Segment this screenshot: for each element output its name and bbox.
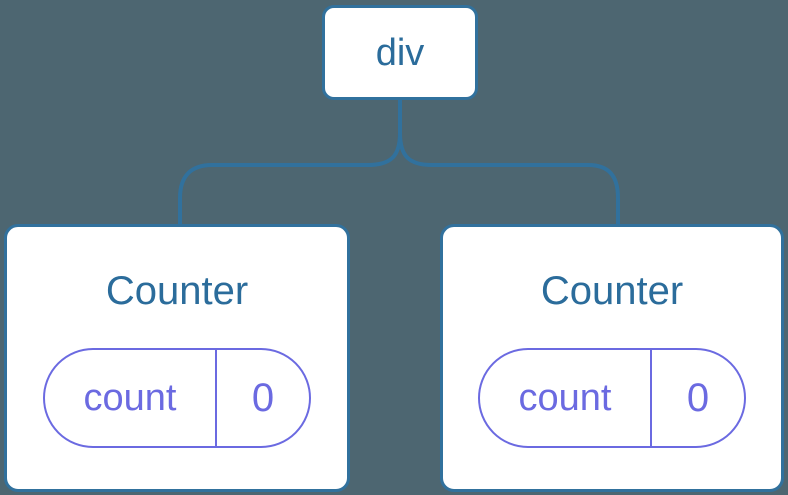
state-pill: count 0 xyxy=(43,348,311,448)
counter-component-node-left: Counter count 0 xyxy=(4,224,350,492)
state-key-cell: count xyxy=(45,350,217,446)
root-node-label: div xyxy=(375,31,425,74)
state-value: 0 xyxy=(686,376,710,420)
state-key-label: count xyxy=(518,377,612,419)
connector-branch-left xyxy=(178,132,402,226)
state-pill: count 0 xyxy=(478,348,746,448)
root-node-div: div xyxy=(322,5,478,100)
state-key-cell: count xyxy=(480,350,652,446)
state-value: 0 xyxy=(251,376,275,420)
component-title: Counter xyxy=(105,269,249,313)
connector-branch-right xyxy=(398,132,620,226)
component-title: Counter xyxy=(540,269,684,313)
state-key-label: count xyxy=(83,377,177,419)
state-value-cell: 0 xyxy=(217,350,309,446)
state-value-cell: 0 xyxy=(652,350,744,446)
counter-component-node-right: Counter count 0 xyxy=(440,224,784,492)
